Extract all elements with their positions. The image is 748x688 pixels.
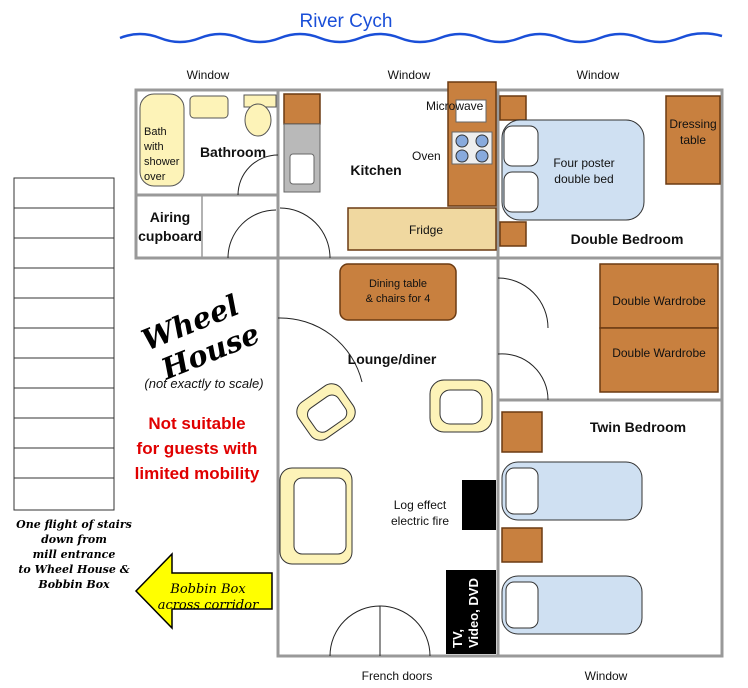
stairs-note-3: mill entrance <box>33 548 116 561</box>
bedside-table-1 <box>499 95 527 121</box>
bedside-table-2 <box>499 221 527 247</box>
wardrobe-1-label: Double Wardrobe <box>612 294 706 308</box>
tv-label-2: Video, DVD <box>466 578 481 648</box>
wardrobe-2-label: Double Wardrobe <box>612 346 706 360</box>
window-label-2: Window <box>388 68 431 82</box>
window-label-3: Window <box>577 68 620 82</box>
bath-label-2: with <box>143 141 164 153</box>
dressing-table <box>665 95 721 185</box>
fire-label-1: Log effect <box>394 498 447 512</box>
lounge-door-swing <box>277 317 363 383</box>
river-label: River Cych <box>300 11 393 32</box>
bobbin-box-arrow <box>134 552 273 630</box>
twin-bedroom-door-swing <box>497 353 549 401</box>
kitchen-sink <box>289 153 315 185</box>
pillow-1 <box>503 125 539 167</box>
lounge-label: Lounge/diner <box>348 351 437 367</box>
stairs-note-1: One flight of stairs <box>16 518 132 531</box>
warning-line-3: limited mobility <box>135 464 260 483</box>
french-door-right <box>379 605 431 657</box>
bed-label-2: double bed <box>554 172 613 186</box>
microwave-label: Microwave <box>426 99 484 113</box>
twin-bedside-2 <box>501 527 543 563</box>
stairs-note-2: down from <box>41 533 107 546</box>
pillow-2 <box>503 171 539 213</box>
dining-label-1: Dining table <box>369 278 427 290</box>
stairs <box>13 177 115 511</box>
wardrobe-2 <box>599 327 719 393</box>
river-line <box>119 32 723 44</box>
bathroom-label: Bathroom <box>200 144 266 160</box>
bath-label-1: Bath <box>144 126 167 138</box>
bath-label-3: shower <box>144 156 180 168</box>
tv-label: TV, Video, DVD <box>450 578 481 648</box>
dining-table <box>339 263 457 321</box>
warning-line-2: for guests with <box>137 439 258 458</box>
dressing-label-1: Dressing <box>669 117 716 131</box>
kitchen-door-swing <box>279 207 331 259</box>
arrow-label-1: Bobbin Box <box>169 582 246 597</box>
bathroom-door-swing <box>237 154 279 196</box>
fridge-counter <box>347 207 497 251</box>
wheel-house-title: Wheel House <box>137 288 265 387</box>
bath <box>139 93 185 187</box>
oven-label: Oven <box>412 149 441 163</box>
dressing-label-2: table <box>680 133 706 147</box>
wardrobe-1 <box>599 263 719 329</box>
tv-label-1: TV, <box>450 629 465 648</box>
arrow-label-2: across corridor <box>158 598 259 613</box>
hob-ring-1 <box>455 134 469 148</box>
french-door-left <box>329 605 381 657</box>
twin-bedroom-label: Twin Bedroom <box>590 419 686 435</box>
french-doors-label: French doors <box>362 669 433 683</box>
stairs-note-4: to Wheel House & <box>18 563 129 576</box>
single-bed-2-pillow <box>505 581 539 629</box>
tv-unit <box>446 570 496 654</box>
kitchen-cupboard <box>283 93 321 125</box>
stairs-note-5: Bobbin Box <box>37 578 110 591</box>
airing-label-2: cupboard <box>138 228 202 244</box>
double-bedroom-door-swing <box>497 277 549 329</box>
armchair-1 <box>296 383 356 441</box>
fire-label-2: electric fire <box>391 514 449 528</box>
fridge-label: Fridge <box>409 223 443 237</box>
kitchen-label: Kitchen <box>350 162 401 178</box>
sofa <box>279 467 353 565</box>
hob-ring-4 <box>475 149 489 163</box>
bed-label-1: Four poster <box>553 156 614 170</box>
single-bed-1-pillow <box>505 467 539 515</box>
lower-wall <box>276 256 724 658</box>
armchair-2 <box>429 379 493 433</box>
airing-label-1: Airing <box>150 209 190 225</box>
electric-fire <box>462 480 496 530</box>
airing-door-swing <box>227 209 277 259</box>
microwave <box>455 99 487 123</box>
hob-ring-3 <box>455 149 469 163</box>
hob-ring-2 <box>475 134 489 148</box>
bath-label-4: over <box>144 171 166 183</box>
window-label-1: Window <box>187 68 230 82</box>
scale-note: (not exactly to scale) <box>144 376 263 391</box>
double-bedroom-label: Double Bedroom <box>571 231 684 247</box>
dining-label-2: & chairs for 4 <box>366 293 431 305</box>
twin-bedside-1 <box>501 411 543 453</box>
warning-line-1: Not suitable <box>148 414 245 433</box>
window-label-bottom: Window <box>585 669 628 683</box>
sink <box>189 95 229 119</box>
toilet-bowl <box>244 103 272 137</box>
